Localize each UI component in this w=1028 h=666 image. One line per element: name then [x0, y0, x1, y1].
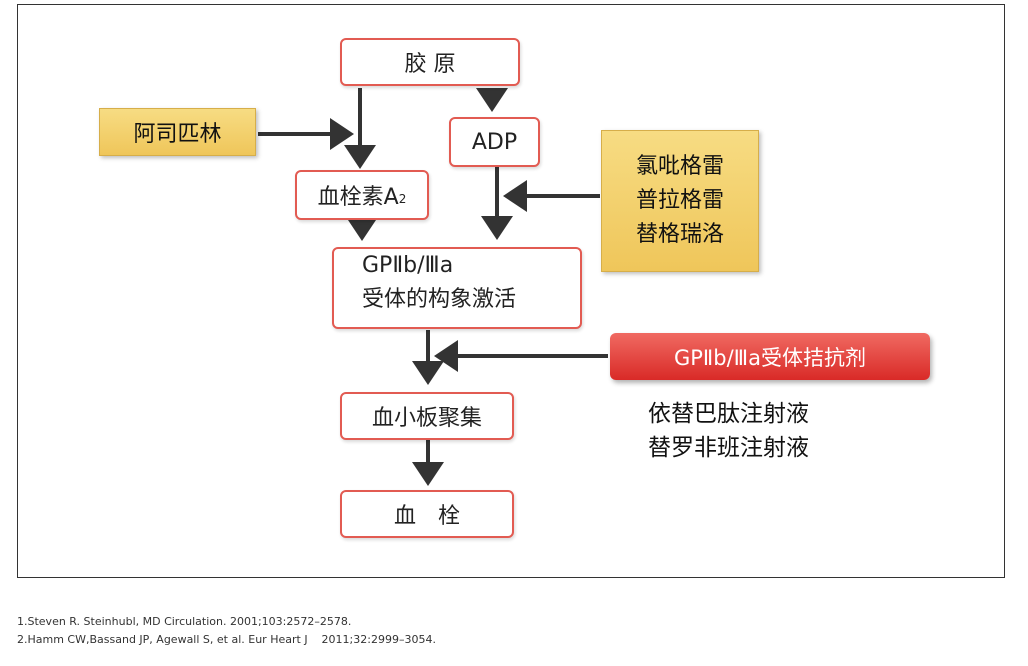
eptifibatide-label: 依替巴肽注射液: [648, 401, 809, 427]
aspirin-box: 阿司匹林: [99, 108, 256, 156]
gp-antagonist-bar: GPⅡb/Ⅲa受体拮抗剂: [610, 333, 930, 380]
tirofiban-label: 替罗非班注射液: [648, 435, 809, 461]
gp-activation-box: GPⅡb/Ⅲa 受体的构象激活: [332, 247, 582, 329]
reference-2: 2.Hamm CW,Bassand JP, Agewall S, et al. …: [17, 633, 436, 646]
gp-activation-line1: GPⅡb/Ⅲa: [362, 253, 454, 278]
thromboxane-label: 血栓素A: [317, 185, 399, 210]
ticagrelor-label: 替格瑞洛: [635, 222, 724, 247]
references: 1.Steven R. Steinhubl, MD Circulation. 2…: [17, 613, 436, 649]
injection-list: 依替巴肽注射液 替罗非班注射液: [648, 397, 809, 465]
thromboxane-subscript: 2: [398, 192, 407, 206]
p2y12-drugs-box: 氯吡格雷 普拉格雷 替格瑞洛: [601, 130, 759, 272]
platelet-aggregation-box: 血小板聚集: [340, 392, 514, 440]
thrombus-box: 血 栓: [340, 490, 514, 538]
reference-1: 1.Steven R. Steinhubl, MD Circulation. 2…: [17, 615, 352, 628]
prasugrel-label: 普拉格雷: [635, 188, 724, 213]
aspirin-label: 阿司匹林: [133, 122, 222, 147]
gp-activation-line2: 受体的构象激活: [362, 287, 517, 312]
adp-box: ADP: [449, 117, 540, 167]
collagen-box: 胶 原: [340, 38, 520, 86]
clopidogrel-label: 氯吡格雷: [635, 154, 724, 179]
